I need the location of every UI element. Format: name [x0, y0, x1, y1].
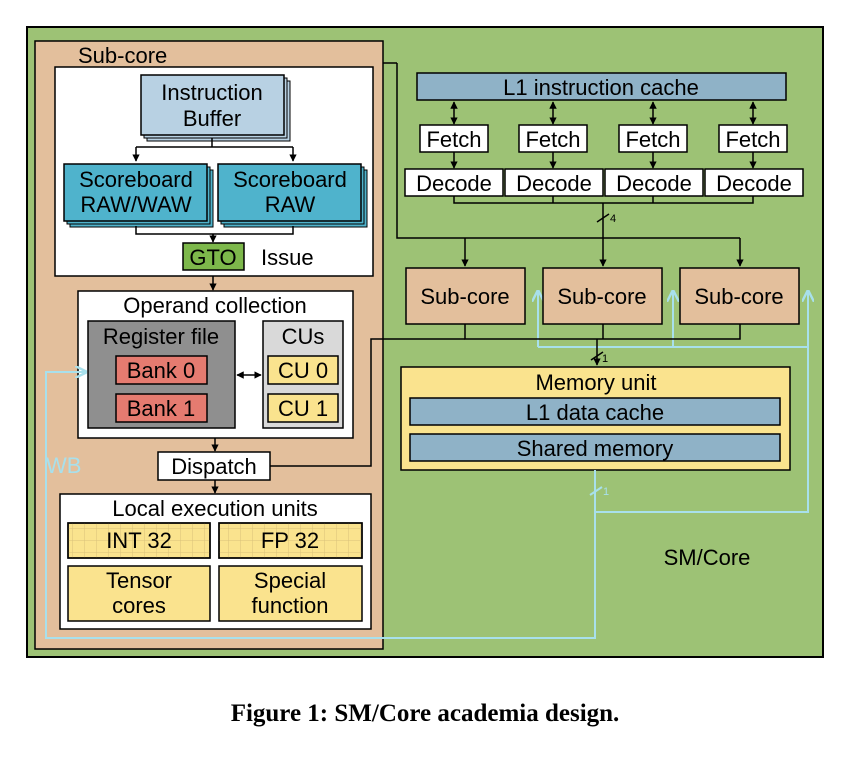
decode-box-3: [604, 168, 704, 197]
wb-line: [45, 372, 596, 639]
sm-core-label: SM/Core: [664, 545, 751, 570]
sm-core-diagram: Sub-core Instruction Buffer Scoreboard R…: [26, 26, 824, 658]
instruction-buffer-line1: Instruction: [161, 80, 263, 105]
subcore-label-1: Sub-core: [420, 284, 509, 309]
cu1-label: CU 1: [278, 396, 328, 421]
local-exec-label: Local execution units: [112, 496, 317, 521]
dispatch-label: Dispatch: [171, 454, 257, 479]
fetch-label-3: Fetch: [625, 127, 680, 152]
fetch-decode-columns: Fetch Fetch Fetch Fetch Decode Decode De…: [404, 101, 804, 197]
subcore-box-1: [405, 267, 526, 325]
subcore-main-label: Sub-core: [78, 43, 167, 68]
bank0-box: [115, 355, 208, 385]
decode-label-4: Decode: [716, 171, 792, 196]
shared-memory-label: Shared memory: [517, 436, 674, 461]
special-line1: Special: [254, 568, 326, 593]
decode-label-3: Decode: [616, 171, 692, 196]
special-unit: [218, 565, 363, 622]
l1-dcache-label: L1 data cache: [526, 400, 664, 425]
fp32-unit: FP 32: [218, 522, 363, 559]
l1-dcache: [409, 397, 781, 426]
bus1b-label: 1: [603, 486, 609, 498]
instruction-buffer-line2: Buffer: [183, 106, 241, 131]
fetch-box-4: [718, 124, 788, 153]
subcore-box-3: [679, 267, 800, 325]
wb-subcore-lines: [595, 291, 808, 513]
figure-caption: Figure 1: SM/Core academia design.: [230, 700, 620, 727]
scoreboard-left-line2: RAW/WAW: [80, 192, 191, 217]
fetch-label-2: Fetch: [525, 127, 580, 152]
subcore-box-2: [542, 267, 663, 325]
operand-collection-label: Operand collection: [123, 293, 306, 318]
decode-box-2: [504, 168, 604, 197]
shared-memory: [409, 433, 781, 462]
memory-unit-label: Memory unit: [535, 370, 656, 395]
scoreboard-left: Scoreboard RAW/WAW: [63, 163, 214, 228]
bank0-label: Bank 0: [127, 358, 196, 383]
bank1-box: [115, 393, 208, 423]
int32-label: INT 32: [106, 528, 172, 553]
bus1a-label: 1: [602, 353, 608, 365]
register-file-label: Register file: [103, 324, 219, 349]
subcore-label-3: Sub-core: [694, 284, 783, 309]
tensor-line1: Tensor: [106, 568, 172, 593]
scoreboard-left-line1: Scoreboard: [79, 167, 193, 192]
cu1-box: [267, 393, 339, 423]
cu0-label: CU 0: [278, 358, 328, 383]
l1-icache: [416, 72, 787, 101]
cu0-box: [267, 355, 339, 385]
tensor-line2: cores: [112, 593, 166, 618]
scoreboard-right-line2: RAW: [265, 192, 316, 217]
l1-icache-label: L1 instruction cache: [503, 75, 699, 100]
issue-label: Issue: [261, 245, 314, 270]
special-line2: function: [251, 593, 328, 618]
fetch-label-4: Fetch: [725, 127, 780, 152]
fetch-label-1: Fetch: [426, 127, 481, 152]
instruction-buffer: Instruction Buffer: [140, 74, 291, 142]
subcore-label-2: Sub-core: [557, 284, 646, 309]
gto-box: [182, 242, 245, 271]
decode-label-2: Decode: [516, 171, 592, 196]
fetch-box-1: [419, 124, 489, 153]
wb-label: WB: [46, 453, 81, 478]
decode-box-4: [704, 168, 804, 197]
decode-label-1: Decode: [416, 171, 492, 196]
scoreboard-right: Scoreboard RAW: [217, 163, 368, 228]
int32-unit: INT 32: [67, 522, 211, 559]
decode-box-1: [404, 168, 504, 197]
bus4-label: 4: [610, 213, 616, 225]
tensor-unit: [67, 565, 211, 622]
bank1-label: Bank 1: [127, 396, 196, 421]
scoreboard-right-line1: Scoreboard: [233, 167, 347, 192]
fp32-label: FP 32: [261, 528, 319, 553]
gto-label: GTO: [189, 245, 236, 270]
cus-label: CUs: [282, 324, 325, 349]
